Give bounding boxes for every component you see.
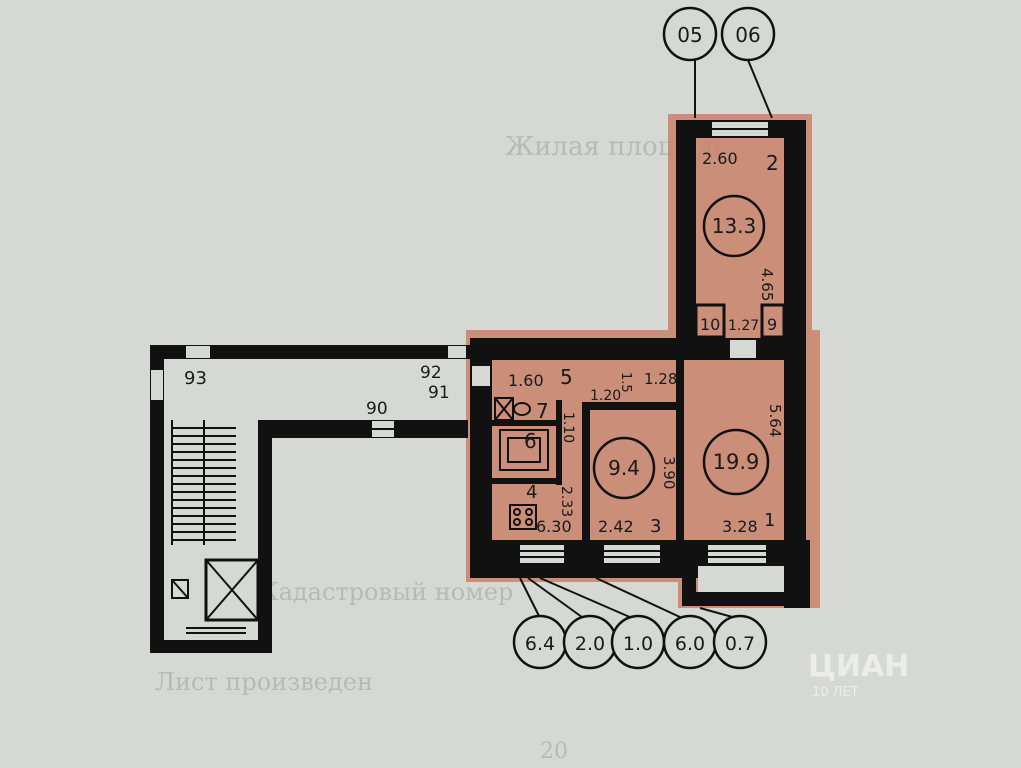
bg-text-3: Лист произведен xyxy=(155,668,373,696)
room2-length: 4.65 xyxy=(758,268,776,301)
room2-area: 13.3 xyxy=(712,214,757,238)
room9-number: 9 xyxy=(767,315,777,334)
room3-area: 9.4 xyxy=(608,456,640,480)
callout-bottom-label: 1.0 xyxy=(623,633,653,655)
callout-circle xyxy=(720,6,776,62)
room1-area: 19.9 xyxy=(713,450,760,474)
fixtures xyxy=(494,397,549,530)
bg-text-2: Кадастровый номер xyxy=(260,578,513,606)
area-circle-room1 xyxy=(702,428,770,496)
corridor-label-90: 90 xyxy=(366,399,388,419)
callout-bottom-label: 6.0 xyxy=(675,633,705,655)
callout-circle xyxy=(712,614,768,670)
watermark-brand: ЦИАН xyxy=(808,649,909,684)
room-small-width: 1.27 xyxy=(728,318,759,334)
callouts-top: 05 06 xyxy=(662,6,776,119)
room6-dim: 1.10 xyxy=(560,412,576,443)
room1-number: 1 xyxy=(764,510,775,531)
room3-number: 3 xyxy=(650,516,661,537)
area-circle-room2 xyxy=(702,194,766,258)
tower-small-rooms xyxy=(694,303,786,339)
room6-number: 6 xyxy=(524,429,537,453)
area-circle-room3 xyxy=(592,436,656,500)
room5-door-a: 1.20 xyxy=(590,388,621,404)
callout-bottom-label: 0.7 xyxy=(725,633,755,655)
corridor-label-91: 91 xyxy=(428,383,450,403)
room10-number: 10 xyxy=(700,315,720,334)
bg-text-4: 20 xyxy=(540,739,568,764)
apartment-windows xyxy=(472,122,784,592)
room3-length: 3.90 xyxy=(660,456,678,489)
watermark-sub: 10 ЛЕТ xyxy=(812,685,859,700)
room7-number: 7 xyxy=(536,399,549,423)
callout-top-label: 05 xyxy=(677,23,702,47)
room3-width: 2.42 xyxy=(598,517,634,536)
corridor-label-93: 93 xyxy=(184,368,207,389)
room1-width: 3.28 xyxy=(722,517,758,536)
callout-bottom-label: 6.4 xyxy=(525,633,555,655)
apartment-highlight xyxy=(466,114,820,608)
callouts-bottom: 6.4 2.0 1.0 6.0 0.7 xyxy=(512,577,768,670)
stairwell xyxy=(150,345,472,653)
callout-top-label: 06 xyxy=(735,23,760,47)
watermark: ЦИАН 10 ЛЕТ xyxy=(808,649,909,700)
room4-length: 6.30 xyxy=(536,517,572,536)
room2-number: 2 xyxy=(766,151,779,175)
room4-number: 4 xyxy=(526,482,537,503)
room5-door-b: 1.28 xyxy=(644,370,677,388)
room5-door-c: 1.5 xyxy=(618,372,633,393)
room1-length: 5.64 xyxy=(766,404,784,437)
room2-width: 2.60 xyxy=(702,149,738,168)
room5-number: 5 xyxy=(560,365,573,389)
room4-width: 2.33 xyxy=(558,486,574,517)
callout-bottom-label: 2.0 xyxy=(575,633,605,655)
callout-circle xyxy=(662,6,718,62)
room5-length: 1.60 xyxy=(508,371,544,390)
corridor-label-92: 92 xyxy=(420,363,442,383)
